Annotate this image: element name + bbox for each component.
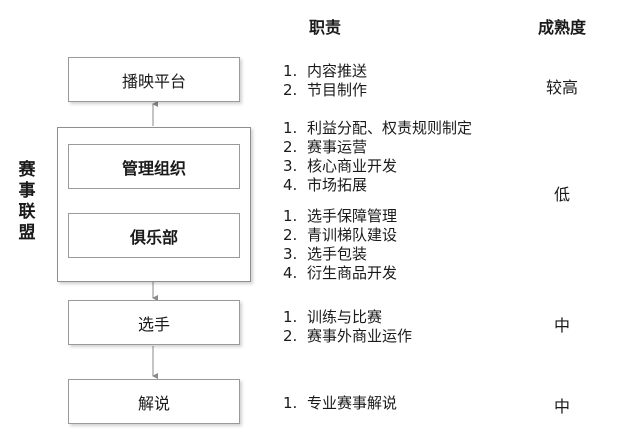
club-duty-list: 1. 选手保障管理 2. 青训梯队建设 3. 选手包装 4. 衍生商品开发 <box>283 207 397 283</box>
duty-item: 3. 选手包装 <box>283 245 397 264</box>
duty-item: 4. 市场拓展 <box>283 176 472 195</box>
duty-header: 职责 <box>308 18 341 37</box>
duty-item: 2. 青训梯队建设 <box>283 226 397 245</box>
player-box: 选手 <box>68 300 240 345</box>
duty-number: 1. <box>283 119 298 137</box>
league-maturity: 低 <box>553 185 570 204</box>
duty-number: 2. <box>283 81 298 99</box>
duty-text: 训练与比赛 <box>307 308 383 326</box>
duty-text: 节目制作 <box>307 81 368 99</box>
duty-item: 1. 专业赛事解说 <box>283 394 397 413</box>
duty-text: 青训梯队建设 <box>307 226 398 244</box>
duty-number: 4. <box>283 264 298 282</box>
duty-item: 1. 内容推送 <box>283 62 367 81</box>
club-label: 俱乐部 <box>129 227 178 247</box>
maturity-header: 成熟度 <box>537 18 586 37</box>
management-label: 管理组织 <box>121 158 186 178</box>
duty-text: 市场拓展 <box>307 176 368 194</box>
platform-box: 播映平台 <box>68 57 240 102</box>
commentary-maturity: 中 <box>553 397 570 416</box>
duty-text: 内容推送 <box>307 62 368 80</box>
management-duty-list: 1. 利益分配、权责规则制定 2. 赛事运营 3. 核心商业开发 4. 市场拓展 <box>283 119 472 195</box>
platform-label: 播映平台 <box>121 71 186 91</box>
duty-number: 3. <box>283 157 298 175</box>
club-box: 俱乐部 <box>68 213 240 258</box>
player-label: 选手 <box>137 314 170 334</box>
duty-number: 1. <box>283 308 298 326</box>
duty-text: 核心商业开发 <box>307 157 398 175</box>
duty-number: 2. <box>283 226 298 244</box>
duty-text: 利益分配、权责规则制定 <box>307 119 473 137</box>
duty-text: 赛事运营 <box>307 138 368 156</box>
duty-text: 选手包装 <box>307 245 368 263</box>
duty-item: 1. 训练与比赛 <box>283 308 412 327</box>
duty-number: 4. <box>283 176 298 194</box>
platform-duty-list: 1. 内容推送 2. 节目制作 <box>283 62 367 100</box>
duty-number: 2. <box>283 327 298 345</box>
duty-item: 3. 核心商业开发 <box>283 157 472 176</box>
duty-item: 4. 衍生商品开发 <box>283 264 397 283</box>
duty-text: 赛事外商业运作 <box>307 327 413 345</box>
duty-number: 2. <box>283 138 298 156</box>
management-box: 管理组织 <box>68 144 240 189</box>
duty-item: 2. 节目制作 <box>283 81 367 100</box>
league-label: 赛事联盟 <box>18 160 36 243</box>
commentary-label: 解说 <box>137 393 170 413</box>
duty-item: 1. 利益分配、权责规则制定 <box>283 119 472 138</box>
platform-maturity: 较高 <box>545 78 578 97</box>
duty-item: 2. 赛事外商业运作 <box>283 327 412 346</box>
duty-number: 1. <box>283 394 298 412</box>
commentary-box: 解说 <box>68 379 240 424</box>
duty-item: 1. 选手保障管理 <box>283 207 397 226</box>
duty-text: 专业赛事解说 <box>307 394 398 412</box>
duty-item: 2. 赛事运营 <box>283 138 472 157</box>
duty-number: 1. <box>283 62 298 80</box>
duty-number: 3. <box>283 245 298 263</box>
commentary-duty-list: 1. 专业赛事解说 <box>283 394 397 413</box>
duty-number: 1. <box>283 207 298 225</box>
player-maturity: 中 <box>553 316 570 335</box>
duty-text: 衍生商品开发 <box>307 264 398 282</box>
player-duty-list: 1. 训练与比赛 2. 赛事外商业运作 <box>283 308 412 346</box>
duty-text: 选手保障管理 <box>307 207 398 225</box>
